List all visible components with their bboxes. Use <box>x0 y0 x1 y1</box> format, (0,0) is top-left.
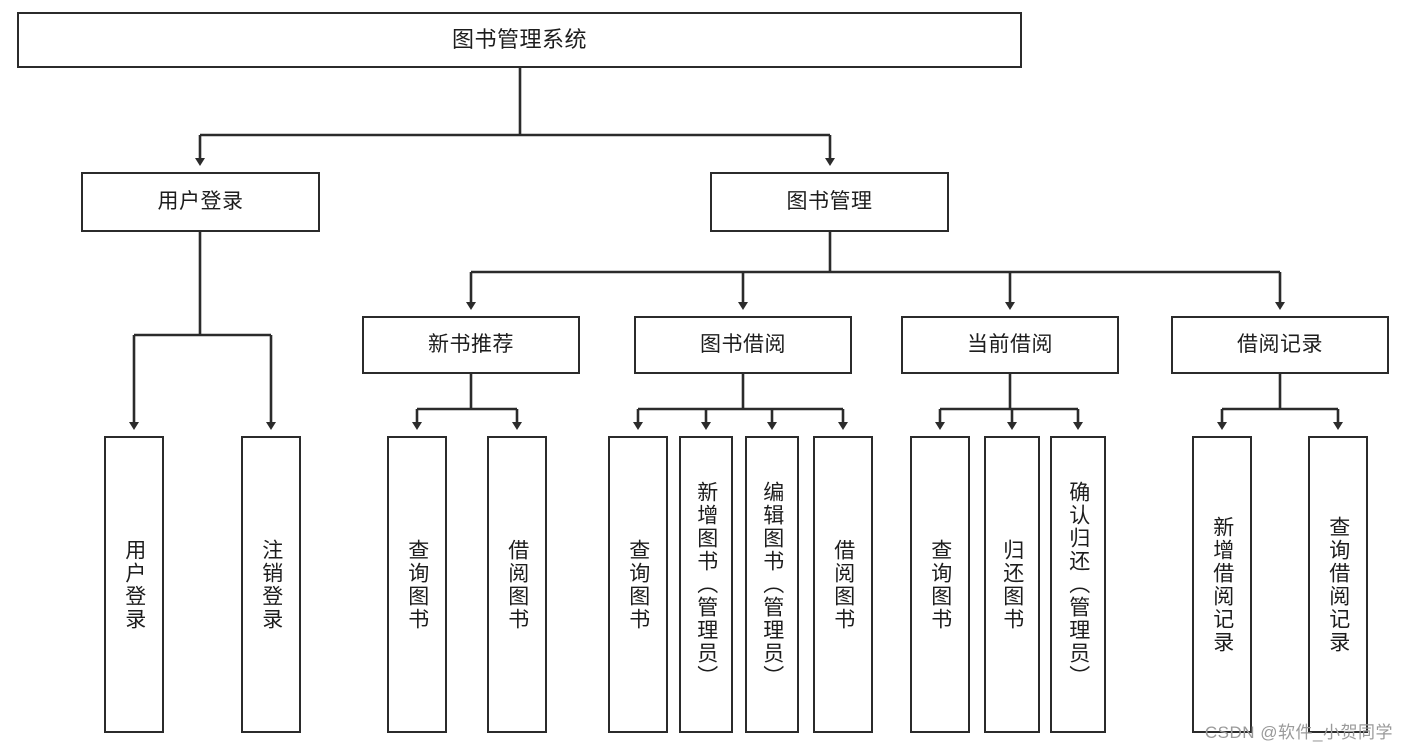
leaf-node[interactable]: 查询图书 <box>910 436 970 733</box>
leaf-node[interactable]: 注销登录 <box>241 436 301 733</box>
watermark: CSDN @软件_小贺同学 <box>1204 723 1393 742</box>
leaf-node[interactable]: 查询图书 <box>387 436 447 733</box>
node-current-borrow-label: 当前借阅 <box>967 332 1053 356</box>
node-book-borrow[interactable]: 图书借阅 <box>634 316 852 374</box>
node-book-management-label: 图书管理 <box>786 189 873 213</box>
leaf-node-label: 新增图书（管理员） <box>694 481 718 688</box>
node-root[interactable]: 图书管理系统 <box>17 12 1022 68</box>
leaf-node-label: 归还图书 <box>1000 538 1024 631</box>
node-user-login-label: 用户登录 <box>157 189 244 213</box>
node-current-borrow[interactable]: 当前借阅 <box>901 316 1119 374</box>
node-book-management[interactable]: 图书管理 <box>710 172 949 232</box>
node-root-label: 图书管理系统 <box>451 27 587 53</box>
node-book-borrow-label: 图书借阅 <box>700 332 786 356</box>
leaf-node[interactable]: 新增借阅记录 <box>1192 436 1252 733</box>
leaf-node-label: 查询图书 <box>626 538 650 631</box>
leaf-node[interactable]: 查询图书 <box>608 436 668 733</box>
leaf-node[interactable]: 借阅图书 <box>487 436 547 733</box>
leaf-node-label: 用户登录 <box>122 538 146 631</box>
leaf-node-label: 编辑图书（管理员） <box>760 481 784 688</box>
leaf-node-label: 查询图书 <box>928 538 952 631</box>
leaf-node-label: 借阅图书 <box>505 538 529 631</box>
leaf-node[interactable]: 用户登录 <box>104 436 164 733</box>
node-new-book-recommend-label: 新书推荐 <box>428 332 514 356</box>
node-borrow-record-label: 借阅记录 <box>1237 332 1323 356</box>
node-new-book-recommend[interactable]: 新书推荐 <box>362 316 580 374</box>
leaf-node-label: 借阅图书 <box>831 538 855 631</box>
node-borrow-record[interactable]: 借阅记录 <box>1171 316 1389 374</box>
leaf-node[interactable]: 新增图书（管理员） <box>679 436 733 733</box>
leaf-node-label: 注销登录 <box>259 538 283 631</box>
leaf-node[interactable]: 归还图书 <box>984 436 1040 733</box>
leaf-node[interactable]: 编辑图书（管理员） <box>745 436 799 733</box>
leaf-node[interactable]: 借阅图书 <box>813 436 873 733</box>
leaf-node-label: 确认归还（管理员） <box>1066 481 1090 688</box>
leaf-node[interactable]: 查询借阅记录 <box>1308 436 1368 733</box>
leaf-node-label: 查询借阅记录 <box>1326 515 1350 654</box>
leaf-node-label: 查询图书 <box>405 538 429 631</box>
leaf-node-label: 新增借阅记录 <box>1210 515 1234 654</box>
node-user-login[interactable]: 用户登录 <box>81 172 320 232</box>
leaf-node[interactable]: 确认归还（管理员） <box>1050 436 1106 733</box>
